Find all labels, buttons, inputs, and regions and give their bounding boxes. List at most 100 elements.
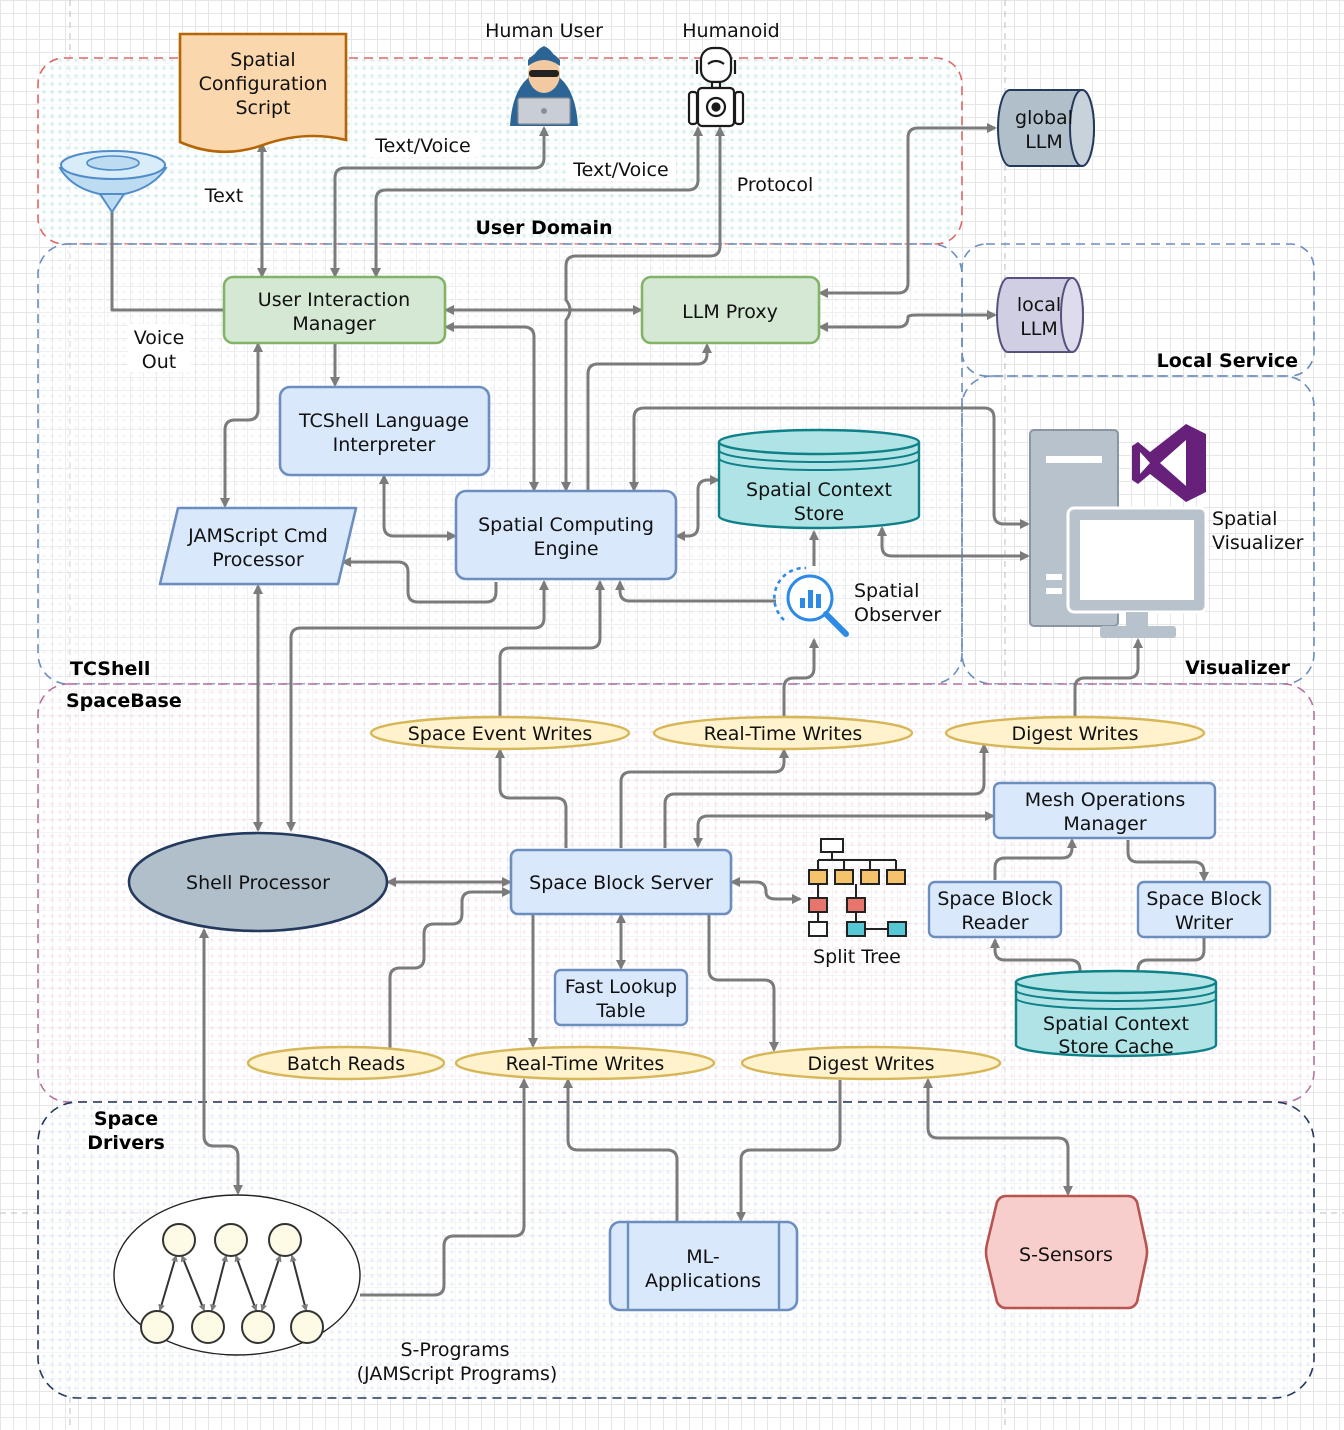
magnifier-chart-icon xyxy=(773,566,849,637)
local-llm[interactable]: local LLM xyxy=(996,277,1084,353)
edge-sbs-sew xyxy=(494,747,568,848)
split-tree[interactable]: Split Tree xyxy=(808,838,907,968)
spatial-configuration-script[interactable]: Spatial Configuration Script xyxy=(178,32,348,154)
config-label-1: Spatial xyxy=(230,49,295,71)
sprog-label-2: (JAMScript Programs) xyxy=(357,1363,558,1385)
s-programs[interactable]: S-Programs (JAMScript Programs) xyxy=(113,1194,558,1385)
edge-proxy-global xyxy=(817,122,998,299)
edge-dw-vis xyxy=(1073,637,1144,717)
stream-digest-writes-top[interactable]: Digest Writes xyxy=(944,715,1206,751)
robot-icon xyxy=(687,46,745,128)
edge-scs-vis xyxy=(876,525,1031,562)
rtw-bottom-label: Real-Time Writes xyxy=(506,1053,665,1075)
jam-label-1: JAMScript Cmd xyxy=(187,525,328,547)
shell-processor[interactable]: Shell Processor xyxy=(127,831,389,933)
edge-sensors-dwb xyxy=(922,1077,1074,1197)
mesh-operations-manager[interactable]: Mesh Operations Manager xyxy=(992,781,1217,840)
local-llm-label-2: LLM xyxy=(1020,318,1058,340)
edge-mesh-writer xyxy=(1126,840,1210,883)
rtw-top-label: Real-Time Writes xyxy=(704,723,863,745)
scs-label-2: Store xyxy=(794,503,844,525)
visualizer-label-2: Visualizer xyxy=(1212,532,1304,554)
observer-label-2: Observer xyxy=(854,604,941,626)
jam-label-2: Processor xyxy=(212,549,304,571)
label-text: Text xyxy=(204,185,243,207)
s-sensors[interactable]: S-Sensors xyxy=(984,1194,1149,1310)
ml-applications[interactable]: ML- Applications xyxy=(608,1220,799,1312)
spatial-visualizer[interactable]: Spatial Visualizer xyxy=(1029,424,1304,638)
edge-writer-cache xyxy=(1132,938,1206,991)
global-llm[interactable]: global LLM xyxy=(997,89,1095,167)
zone-title-space-drivers-2: Drivers xyxy=(87,1132,165,1154)
global-llm-label-1: global xyxy=(1015,107,1073,129)
cache-label-1: Spatial Context xyxy=(1043,1013,1189,1035)
edge-sce-proxy xyxy=(586,342,713,490)
space-block-writer[interactable]: Space Block Writer xyxy=(1136,880,1272,939)
fast-lookup-table[interactable]: Fast Lookup Table xyxy=(553,968,689,1027)
sce-label-1: Spatial Computing xyxy=(478,514,654,536)
sbs-label: Space Block Server xyxy=(529,872,713,894)
spatial-computing-engine[interactable]: Spatial Computing Engine xyxy=(454,489,678,581)
tli-label-1: TCShell Language xyxy=(298,410,469,432)
visualizer-label-1: Spatial xyxy=(1212,508,1277,530)
stream-digest-writes-bottom[interactable]: Digest Writes xyxy=(740,1045,1002,1081)
sensors-label: S-Sensors xyxy=(1019,1244,1113,1266)
space-block-reader[interactable]: Space Block Reader xyxy=(927,880,1063,939)
global-llm-label-2: LLM xyxy=(1025,131,1063,153)
sew-label: Space Event Writes xyxy=(408,723,592,745)
zone-title-local-service: Local Service xyxy=(1157,350,1298,372)
sce-label-2: Engine xyxy=(533,538,598,560)
humanoid[interactable]: Humanoid xyxy=(682,20,780,128)
dw-top-label: Digest Writes xyxy=(1011,723,1138,745)
user-interaction-manager[interactable]: User Interaction Manager xyxy=(222,275,447,345)
split-tree-label: Split Tree xyxy=(813,946,901,968)
edge-sce-shell xyxy=(285,579,550,833)
zone-title-space-drivers-1: Space xyxy=(94,1108,158,1130)
edge-sbs-dwb xyxy=(707,915,780,1053)
label-voice-out-1: Voice xyxy=(134,327,185,349)
jamscript-cmd-processor[interactable]: JAMScript Cmd Processor xyxy=(158,506,358,586)
llm-proxy[interactable]: LLM Proxy xyxy=(640,275,821,345)
flt-label-2: Table xyxy=(595,1000,645,1022)
edge-batch-sbs xyxy=(388,886,513,1048)
stream-batch-reads[interactable]: Batch Reads xyxy=(246,1045,446,1081)
spatial-context-store-cache[interactable]: Spatial Context Store Cache xyxy=(1014,969,1218,1058)
label-protocol: Protocol xyxy=(737,174,814,196)
space-block-server[interactable]: Space Block Server xyxy=(509,848,733,916)
label-voice-out-2: Out xyxy=(142,351,176,373)
edge-sce-vis xyxy=(628,406,1031,530)
edge-shell-sprog xyxy=(198,927,244,1196)
uim-label-2: Manager xyxy=(292,313,375,335)
stream-realtime-writes-top[interactable]: Real-Time Writes xyxy=(652,715,914,751)
sprog-label-1: S-Programs xyxy=(401,1339,510,1361)
batch-reads-label: Batch Reads xyxy=(287,1053,405,1075)
label-text-voice-1: Text/Voice xyxy=(374,135,470,157)
edge-uim-voice-out xyxy=(106,187,223,312)
tcshell-language-interpreter[interactable]: TCShell Language Interpreter xyxy=(278,385,491,477)
stream-realtime-writes-bottom[interactable]: Real-Time Writes xyxy=(454,1045,716,1081)
edge-cache-reader xyxy=(989,937,1082,992)
edge-sbs-dw xyxy=(663,742,990,848)
config-label-2: Configuration xyxy=(199,73,328,95)
scs-label-1: Spatial Context xyxy=(746,479,892,501)
edges xyxy=(106,122,1210,1297)
zone-title-spacebase: SpaceBase xyxy=(66,690,182,712)
edge-uim-sce xyxy=(443,321,540,493)
spatial-observer[interactable]: Spatial Observer xyxy=(773,566,941,637)
stream-space-event-writes[interactable]: Space Event Writes xyxy=(369,715,631,751)
tli-label-2: Interpreter xyxy=(333,434,436,456)
zone-title-tcshell: TCShell xyxy=(70,658,150,680)
config-label-3: Script xyxy=(235,97,290,119)
mesh-label-2: Manager xyxy=(1063,813,1146,835)
human-user[interactable]: Human User xyxy=(485,20,603,126)
speaker-icon xyxy=(58,150,168,214)
writer-label-2: Writer xyxy=(1175,912,1233,934)
edge-reader-mesh xyxy=(993,837,1078,880)
edge-rtw-obs xyxy=(782,637,820,717)
llm-proxy-label: LLM Proxy xyxy=(682,301,778,323)
spatial-context-store[interactable]: Spatial Context Store xyxy=(717,428,921,530)
edge-tli-sce xyxy=(378,473,458,542)
edge-labels: Text/Voice Text/Voice Text Protocol Voic… xyxy=(128,133,818,373)
hacker-icon xyxy=(510,46,578,126)
